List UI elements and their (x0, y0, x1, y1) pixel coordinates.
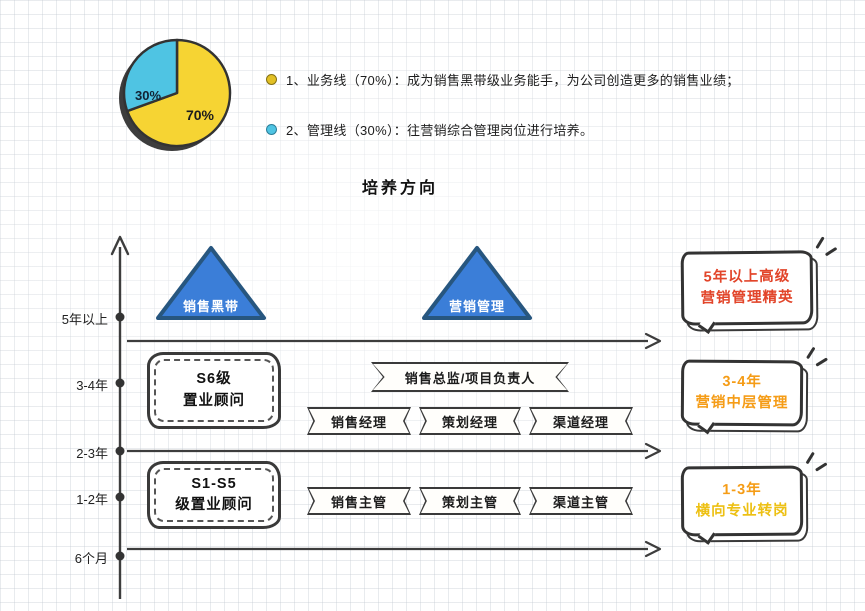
triangle-fill (422, 246, 532, 320)
banner-planning-manager: 策划经理 (419, 407, 521, 435)
callout-line2: 营销中层管理 (695, 394, 789, 411)
arrowhead-icon (644, 332, 662, 350)
triangle-shape (156, 246, 266, 320)
axis-label-3-4y: 3-4年 (76, 378, 108, 393)
legend-text-business: 1、业务线（70%）：成为销售黑带级业务能手，为公司创造更多的销售业绩； (286, 73, 740, 88)
ribbon-shape (419, 407, 521, 435)
legend-text-management: 2、管理线（30%）：往营销综合管理岗位进行培养。 (286, 123, 594, 138)
banner-planning-supervisor: 策划主管 (419, 487, 521, 515)
legend-bullet-management-icon (266, 124, 277, 135)
axis-arrowhead-icon (110, 235, 130, 256)
timeline-dot (115, 551, 125, 561)
pie-chart: 70% 30% (119, 38, 232, 151)
box-inner-border: S6级 置业顾问 (154, 359, 274, 422)
axis-label-6m: 6个月 (74, 551, 108, 566)
box-s6-consultant: S6级 置业顾问 (147, 352, 281, 429)
ribbon-shape (307, 407, 411, 435)
callout-line2: 营销管理精英 (700, 289, 794, 306)
triangle-shape (422, 246, 532, 320)
box-line1: S1-S5 (191, 475, 237, 492)
timeline-dot (115, 378, 125, 388)
callout-line1: 5年以上高级 (703, 268, 791, 286)
triangle-fill (156, 246, 266, 320)
box-line1: S6级 (196, 371, 232, 388)
banner-label: 策划主管 (441, 494, 498, 510)
banner-sales-director: 销售总监/项目负责人 (371, 362, 569, 392)
pie-slice-management (122, 38, 179, 113)
callout-line1: 3-4年 (722, 373, 762, 391)
banner-label: 销售总监/项目负责人 (404, 370, 536, 386)
ribbon-shape (307, 487, 411, 515)
timeline-dot (115, 492, 125, 502)
banner-label: 渠道主管 (552, 494, 609, 510)
arrowhead-icon (644, 540, 662, 558)
triangle-sales-blackbelt: 销售黑带 (152, 242, 270, 324)
triangle-label: 营销管理 (448, 299, 505, 314)
ribbon-shape (529, 407, 633, 435)
banner-label: 销售经理 (330, 414, 387, 430)
timeline-dot (115, 446, 125, 456)
banner-label: 策划经理 (441, 414, 498, 430)
legend-item-business: 1、业务线（70%）：成为销售黑带级业务能手，为公司创造更多的销售业绩； (266, 70, 740, 89)
callout-senior-marketing-elite: 5年以上高级 营销管理精英 (680, 236, 838, 334)
diagram-title: 培养方向 (361, 180, 438, 197)
callout-line2: 横向专业转岗 (695, 502, 789, 519)
pie-label-management: 30% (135, 88, 161, 103)
callout-line1: 1-3年 (722, 481, 762, 499)
pie-label-business: 70% (186, 107, 215, 123)
ribbon-shape (419, 487, 521, 515)
banner-sales-supervisor: 销售主管 (307, 487, 411, 515)
banner-sales-manager: 销售经理 (307, 407, 411, 435)
legend-item-management: 2、管理线（30%）：往营销综合管理岗位进行培养。 (266, 120, 593, 139)
box-line2: 级置业顾问 (175, 497, 253, 513)
ribbon-shape (371, 362, 569, 392)
box-line2: 置业顾问 (183, 392, 245, 409)
axis-label-5plus: 5年以上 (61, 312, 108, 327)
ribbon-shape (529, 487, 633, 515)
timeline-dot (115, 312, 125, 322)
axis-label-1-2y: 1-2年 (76, 492, 108, 507)
banner-label: 渠道经理 (552, 414, 609, 430)
arrowhead-icon (644, 442, 662, 460)
box-inner-border: S1-S5 级置业顾问 (154, 468, 274, 522)
banner-label: 销售主管 (330, 494, 387, 510)
axis-label-2-3y: 2-3年 (76, 446, 108, 461)
triangle-label: 销售黑带 (182, 299, 239, 314)
callout-middle-management: 3-4年 营销中层管理 (680, 346, 829, 435)
triangle-marketing-management: 营销管理 (418, 242, 536, 324)
legend-bullet-business-icon (266, 74, 277, 85)
pie-slice-business (125, 38, 232, 148)
banner-channel-manager: 渠道经理 (529, 407, 633, 435)
banner-channel-supervisor: 渠道主管 (529, 487, 633, 515)
box-s1-s5-consultant: S1-S5 级置业顾问 (147, 461, 281, 529)
callout-lateral-transfer: 1-3年 横向专业转岗 (680, 451, 828, 545)
